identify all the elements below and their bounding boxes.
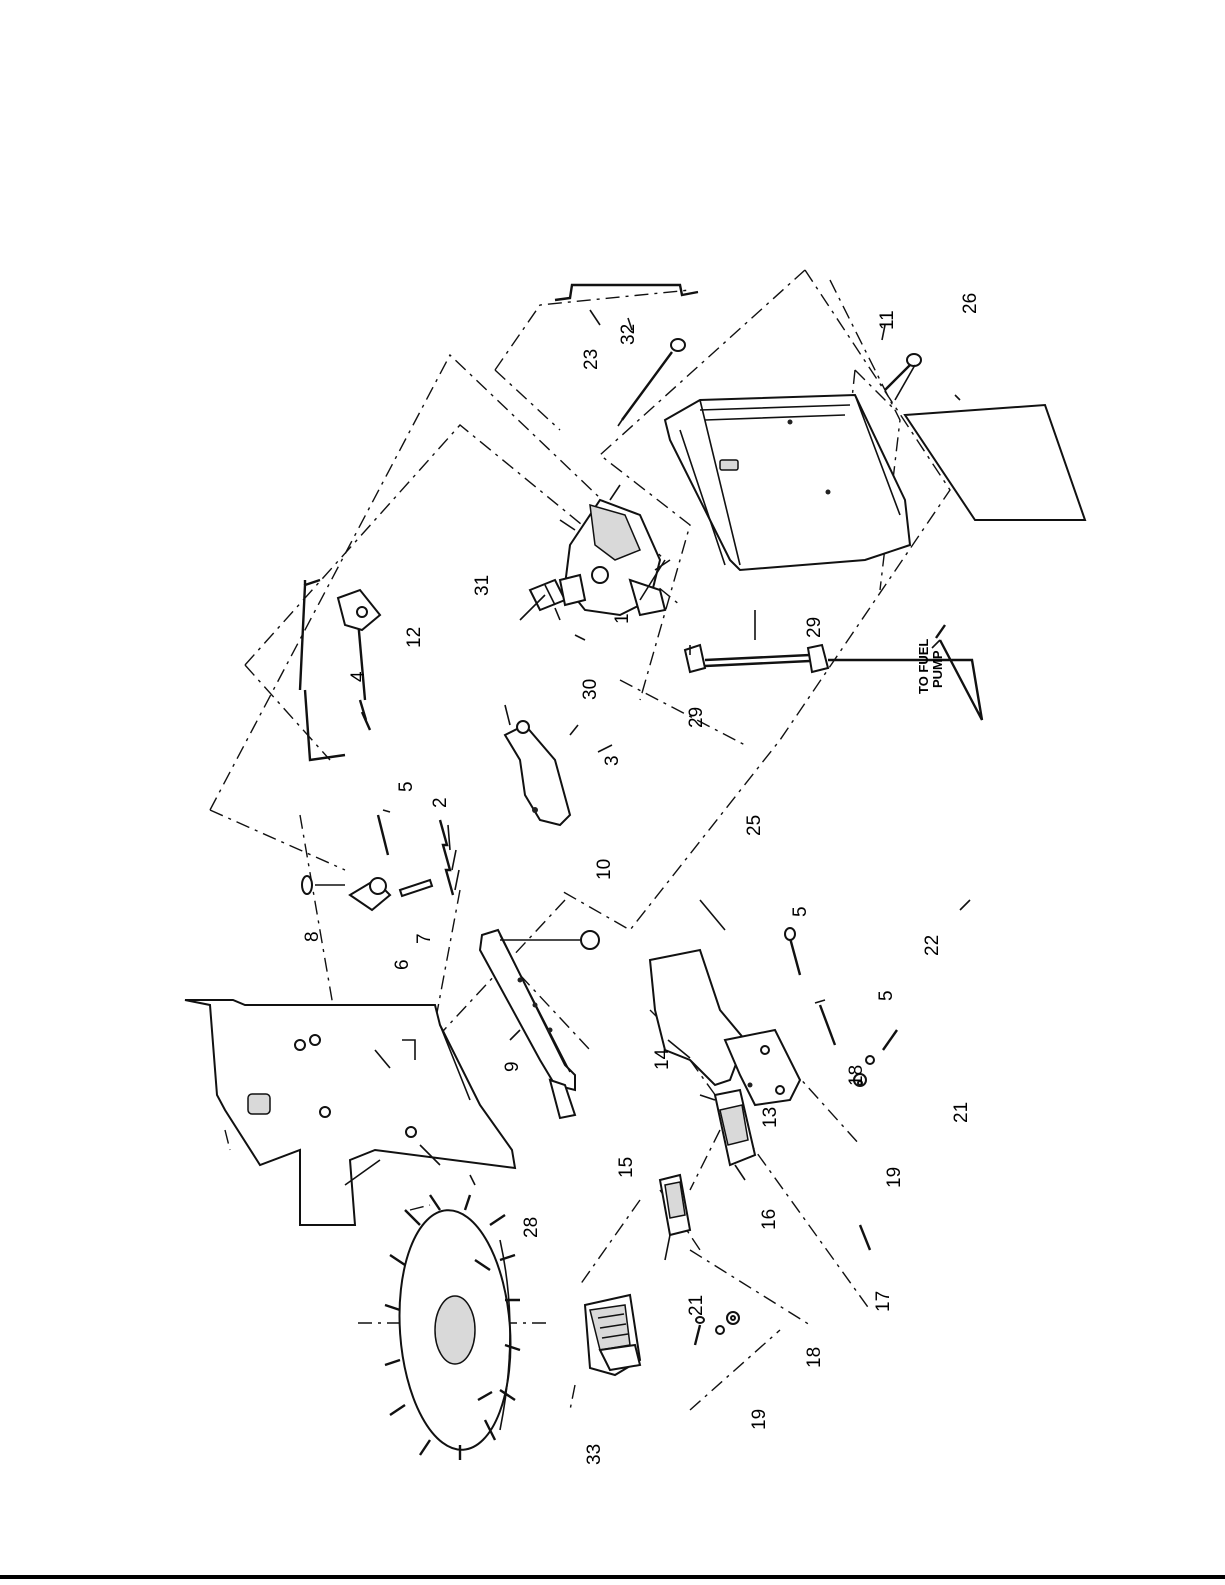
linkage-rod-spring (338, 590, 380, 730)
label-9: 9 (502, 1061, 523, 1072)
label-10: 10 (594, 859, 615, 880)
label-26: 26 (960, 293, 981, 314)
label-15: 15 (616, 1157, 637, 1178)
fuel-line (705, 655, 810, 666)
air-cleaner-bolt (618, 339, 685, 426)
label-2: 2 (430, 797, 451, 808)
label-22: 22 (922, 935, 943, 956)
label-7: 7 (414, 933, 435, 944)
label-12: 12 (404, 627, 425, 648)
label-33: 33 (584, 1444, 605, 1465)
air-vane-bracket (585, 1295, 640, 1375)
air-cleaner-housing (665, 395, 910, 570)
stop-lever (660, 1175, 690, 1260)
flywheel-fan (385, 1195, 520, 1460)
governor-lever (505, 705, 570, 825)
label-3: 3 (602, 755, 623, 766)
carburetor (560, 485, 670, 615)
label-21a: 21 (951, 1102, 972, 1123)
fuel-line-clamp-top (685, 645, 705, 672)
label-25: 25 (744, 815, 765, 836)
label-13: 13 (760, 1107, 781, 1128)
label-23: 23 (581, 349, 602, 370)
engine-block-plate (185, 1000, 515, 1225)
governor-control-bracket (480, 930, 575, 1118)
label-31: 31 (472, 575, 493, 596)
label-19a: 19 (884, 1167, 905, 1188)
label-4: 4 (348, 671, 369, 682)
speed-control-knob (500, 931, 599, 949)
air-filter-element (905, 405, 1085, 520)
label-21b: 21 (686, 1295, 707, 1316)
governor-spring (440, 820, 459, 895)
label-32: 32 (618, 324, 639, 345)
label-1: 1 (612, 613, 633, 624)
label-18a: 18 (846, 1065, 867, 1086)
fuel-line-clamp-bottom (808, 645, 828, 672)
label-29b: 29 (804, 617, 825, 638)
label-19b: 19 (749, 1409, 770, 1430)
label-6: 6 (392, 959, 413, 970)
fuel-line-to-pump (828, 625, 982, 720)
page-bottom-rule (0, 1575, 1225, 1579)
label-8: 8 (302, 931, 323, 942)
note-pump: PUMP (930, 650, 945, 688)
screw-top (378, 810, 390, 855)
stop-switch (700, 1090, 755, 1180)
label-28: 28 (521, 1217, 542, 1238)
label-16: 16 (759, 1209, 780, 1230)
label-5a: 5 (396, 781, 417, 792)
label-29a: 29 (686, 707, 707, 728)
breather-rod (555, 285, 698, 300)
label-5c: 5 (876, 990, 897, 1001)
label-30: 30 (580, 679, 601, 700)
note-to-fuel: TO FUEL (916, 639, 931, 694)
governor-lever-group (302, 876, 432, 910)
label-5b: 5 (790, 906, 811, 917)
screw-lower-top (785, 928, 800, 975)
label-11: 11 (877, 310, 898, 330)
screw-lower-bottom (815, 1000, 835, 1045)
label-18b: 18 (804, 1347, 825, 1368)
housing-bolt (885, 354, 921, 400)
retaining-pin (860, 1225, 870, 1250)
label-17: 17 (873, 1291, 894, 1312)
label-14: 14 (652, 1048, 673, 1070)
